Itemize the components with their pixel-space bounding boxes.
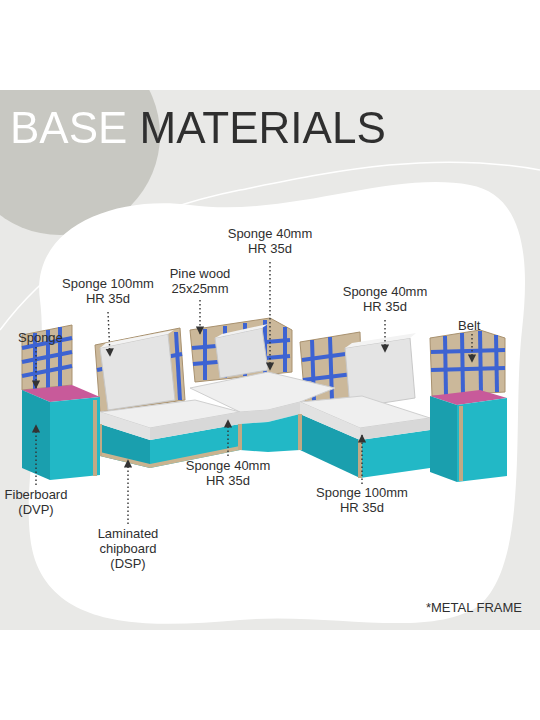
frame-board xyxy=(298,414,302,450)
part-label: Sponge 40mm HR 35d xyxy=(337,284,433,314)
frame-board xyxy=(93,400,97,476)
belt xyxy=(22,352,72,362)
arm-front xyxy=(457,398,507,482)
title: BASE MATERIALS xyxy=(10,106,386,150)
seat-cushion-side xyxy=(300,402,360,440)
leader-line xyxy=(35,347,36,388)
part-label: Sponge 100mm HR 35d xyxy=(314,485,410,515)
frame-panel xyxy=(190,318,292,382)
leader-line xyxy=(227,420,228,456)
part-label: Sponge 40mm HR 35d xyxy=(222,226,318,256)
belt xyxy=(431,368,505,370)
frame-panel xyxy=(430,330,505,396)
belt xyxy=(462,333,463,394)
part-label: Sponge 100mm HR 35d xyxy=(60,276,156,306)
white-blob xyxy=(29,182,525,624)
back-cushion-top xyxy=(100,330,174,348)
leader-line xyxy=(384,320,385,352)
belt xyxy=(203,329,207,380)
leader-lines xyxy=(36,262,472,524)
belt xyxy=(431,350,505,352)
leader-line xyxy=(108,312,110,356)
seat-cushion-front xyxy=(360,418,430,440)
frame-board xyxy=(238,424,242,450)
frame-board xyxy=(459,406,463,481)
frame-panel xyxy=(95,328,185,412)
base-front xyxy=(240,414,300,452)
leader-line xyxy=(35,425,36,485)
arm-side xyxy=(430,396,457,482)
seat-cushion-side xyxy=(100,412,150,440)
blob-outline xyxy=(0,162,540,330)
footnote: *METAL FRAME xyxy=(390,600,522,615)
belt xyxy=(445,336,446,395)
belt xyxy=(283,327,287,372)
part-label: Pine wood 25x25mm xyxy=(164,266,236,296)
sofa-illustration xyxy=(22,318,507,482)
leader-line xyxy=(199,300,200,334)
leader-line xyxy=(471,334,472,362)
belt xyxy=(496,335,497,392)
back-cushion-top xyxy=(215,324,268,338)
belt xyxy=(22,366,72,376)
belts xyxy=(431,331,505,395)
leader-line xyxy=(127,460,128,524)
arm-front xyxy=(50,397,100,480)
leader-line xyxy=(269,262,270,370)
belt xyxy=(480,331,481,393)
part-label: Belt xyxy=(458,318,498,333)
part-label: Laminated chipboard (DSP) xyxy=(92,526,164,571)
part-label: Sponge xyxy=(18,330,78,345)
seat-cushion-front xyxy=(150,412,240,440)
belts xyxy=(192,320,290,380)
part-label: Fiberboard (DVP) xyxy=(0,487,72,517)
leader-line xyxy=(361,435,362,484)
belt xyxy=(330,337,332,400)
arm-side xyxy=(22,390,50,480)
back-cushion-top xyxy=(345,333,416,348)
belt xyxy=(176,332,180,400)
part-label: Sponge 40mm HR 35d xyxy=(180,458,276,488)
